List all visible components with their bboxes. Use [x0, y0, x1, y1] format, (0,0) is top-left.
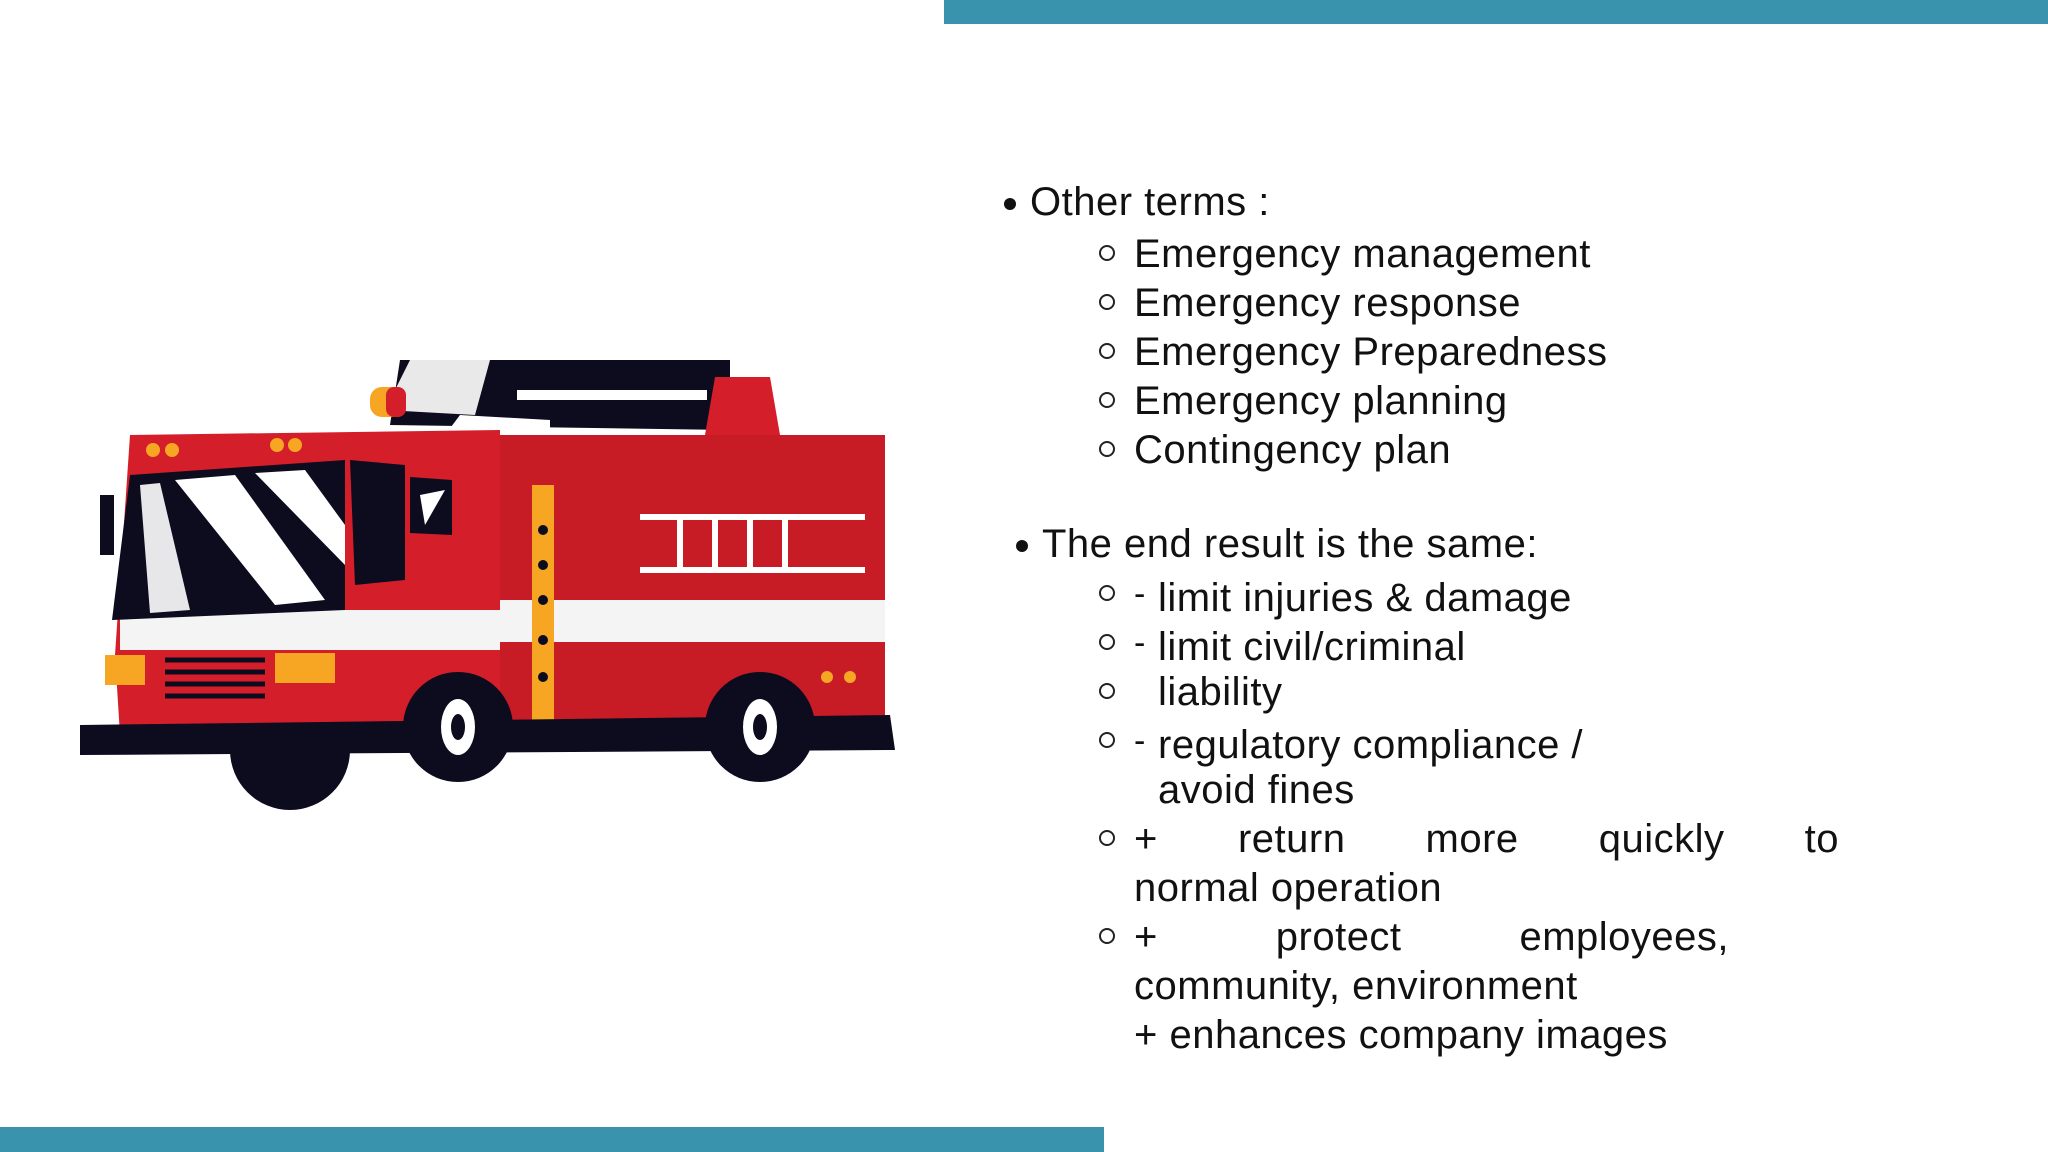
- list-item: Emergency Preparedness: [1098, 328, 1607, 377]
- list-item: Contingency plan: [1098, 426, 1451, 475]
- dash-marker: -: [1134, 575, 1146, 613]
- top-accent-bar: [944, 0, 2048, 24]
- fire-truck-icon: [80, 360, 895, 810]
- bullet-other-terms: Other terms :: [1004, 170, 1270, 234]
- list-item: Emergency response: [1099, 279, 1521, 328]
- bottom-accent-bar: [0, 1127, 1104, 1152]
- dash-marker: -: [1134, 624, 1146, 662]
- list-item-text: limit civil/criminal: [1158, 625, 1466, 669]
- list-item-text: liability: [1158, 670, 1283, 714]
- list-item: liability: [1099, 668, 1283, 717]
- list-item: Emergency planning: [1099, 377, 1508, 426]
- list-item-text: regulatory compliance /: [1158, 723, 1584, 767]
- list-item-protect: + protect employees,: [1099, 913, 1729, 962]
- list-item: Emergency management: [1099, 230, 1591, 279]
- list-item: -regulatory compliance /: [1098, 717, 1584, 770]
- list-item-text: limit injuries & damage: [1158, 576, 1572, 620]
- list-item-protect-cont: community, environment: [1134, 964, 1578, 1008]
- dash-marker: -: [1134, 722, 1146, 760]
- list-item: -limit injuries & damage: [1099, 570, 1572, 623]
- list-item: avoid fines: [1134, 766, 1355, 815]
- list-item: -limit civil/criminal: [1099, 619, 1466, 672]
- list-item-enhance: + enhances company images: [1134, 1013, 1668, 1057]
- list-item-text: avoid fines: [1158, 768, 1355, 812]
- bullet-end-result: The end result is the same:: [1016, 512, 1538, 576]
- list-item-return: + return more quickly to: [1099, 815, 1839, 864]
- list-item-return-cont: normal operation: [1134, 866, 1443, 910]
